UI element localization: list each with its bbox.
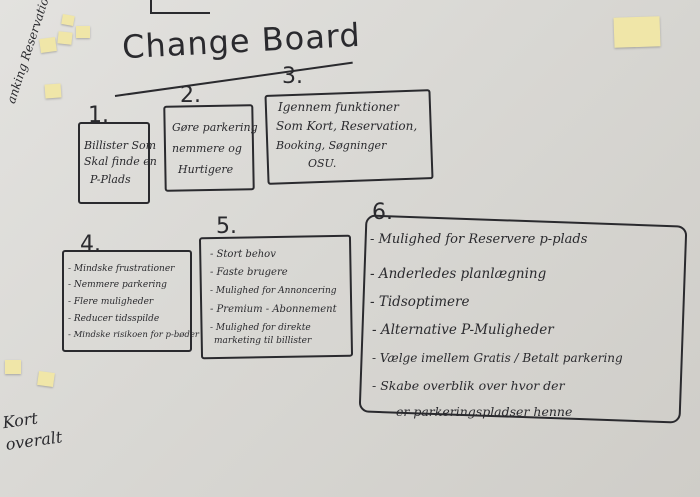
- section-4-line: - Mindske risikoen for p-bøder: [68, 330, 199, 340]
- section-3-line: OSU.: [308, 157, 337, 170]
- sticky-note: [37, 370, 55, 388]
- section-3-number: 3.: [282, 64, 303, 89]
- sticky-note: [5, 360, 21, 374]
- top-frame-side: [150, 0, 152, 13]
- sticky-note: [61, 14, 75, 26]
- top-frame-edge: [150, 12, 210, 14]
- title-underline: [114, 61, 353, 97]
- section-6-line: er parkeringspladser henne: [396, 404, 573, 419]
- section-1-line: Billister Som: [84, 139, 157, 152]
- section-2-number: 2.: [180, 83, 201, 108]
- section-4-line: - Nemmere parkering: [68, 280, 167, 290]
- sticky-note: [44, 83, 62, 99]
- section-1-line: P-Plads: [90, 173, 131, 186]
- section-1-line: Skal finde en: [84, 155, 157, 168]
- sticky-note: [57, 31, 73, 45]
- section-5-line: - Stort behov: [210, 249, 276, 260]
- section-6-number: 6.: [372, 200, 393, 225]
- section-2-line: Hurtigere: [178, 163, 234, 176]
- section-2-line: nemmere og: [172, 142, 242, 155]
- corner-note: Kort overalt: [1, 408, 64, 454]
- section-3-line: Booking, Søgninger: [276, 139, 387, 152]
- section-1-number: 1.: [88, 103, 109, 128]
- sticky-note: [39, 36, 57, 54]
- section-1-box: [78, 122, 150, 204]
- section-4-line: - Flere muligheder: [68, 297, 154, 307]
- section-6-line: - Skabe overblik over hvor der: [372, 378, 565, 393]
- section-4-box: [62, 250, 192, 352]
- section-6-line: - Alternative P-Muligheder: [372, 322, 554, 338]
- section-2-line: Gøre parkering: [172, 121, 258, 134]
- section-5-line: marketing til billister: [214, 336, 312, 346]
- section-6-line: - Vælge imellem Gratis / Betalt parkerin…: [372, 351, 623, 365]
- section-4-line: - Reducer tidsspilde: [68, 314, 160, 324]
- section-4-line: - Mindske frustrationer: [68, 264, 175, 274]
- section-6-line: - Tidsoptimere: [370, 294, 470, 310]
- section-5-line: - Faste brugere: [210, 267, 288, 278]
- board-title: Change Board: [121, 15, 362, 67]
- section-6-line: - Anderledes planlægning: [370, 266, 547, 282]
- section-5-number: 5.: [216, 214, 237, 239]
- section-3-line: Igennem funktioner: [278, 100, 399, 114]
- section-6-line: - Mulighed for Reservere p-plads: [370, 232, 588, 247]
- sticky-note: [613, 16, 661, 48]
- section-3-line: Som Kort, Reservation,: [276, 119, 418, 133]
- section-5-line: - Premium - Abonnement: [210, 304, 337, 315]
- section-5-line: - Mulighed for direkte: [210, 323, 311, 333]
- section-5-line: - Mulighed for Annoncering: [210, 286, 337, 296]
- sticky-note: [76, 26, 90, 38]
